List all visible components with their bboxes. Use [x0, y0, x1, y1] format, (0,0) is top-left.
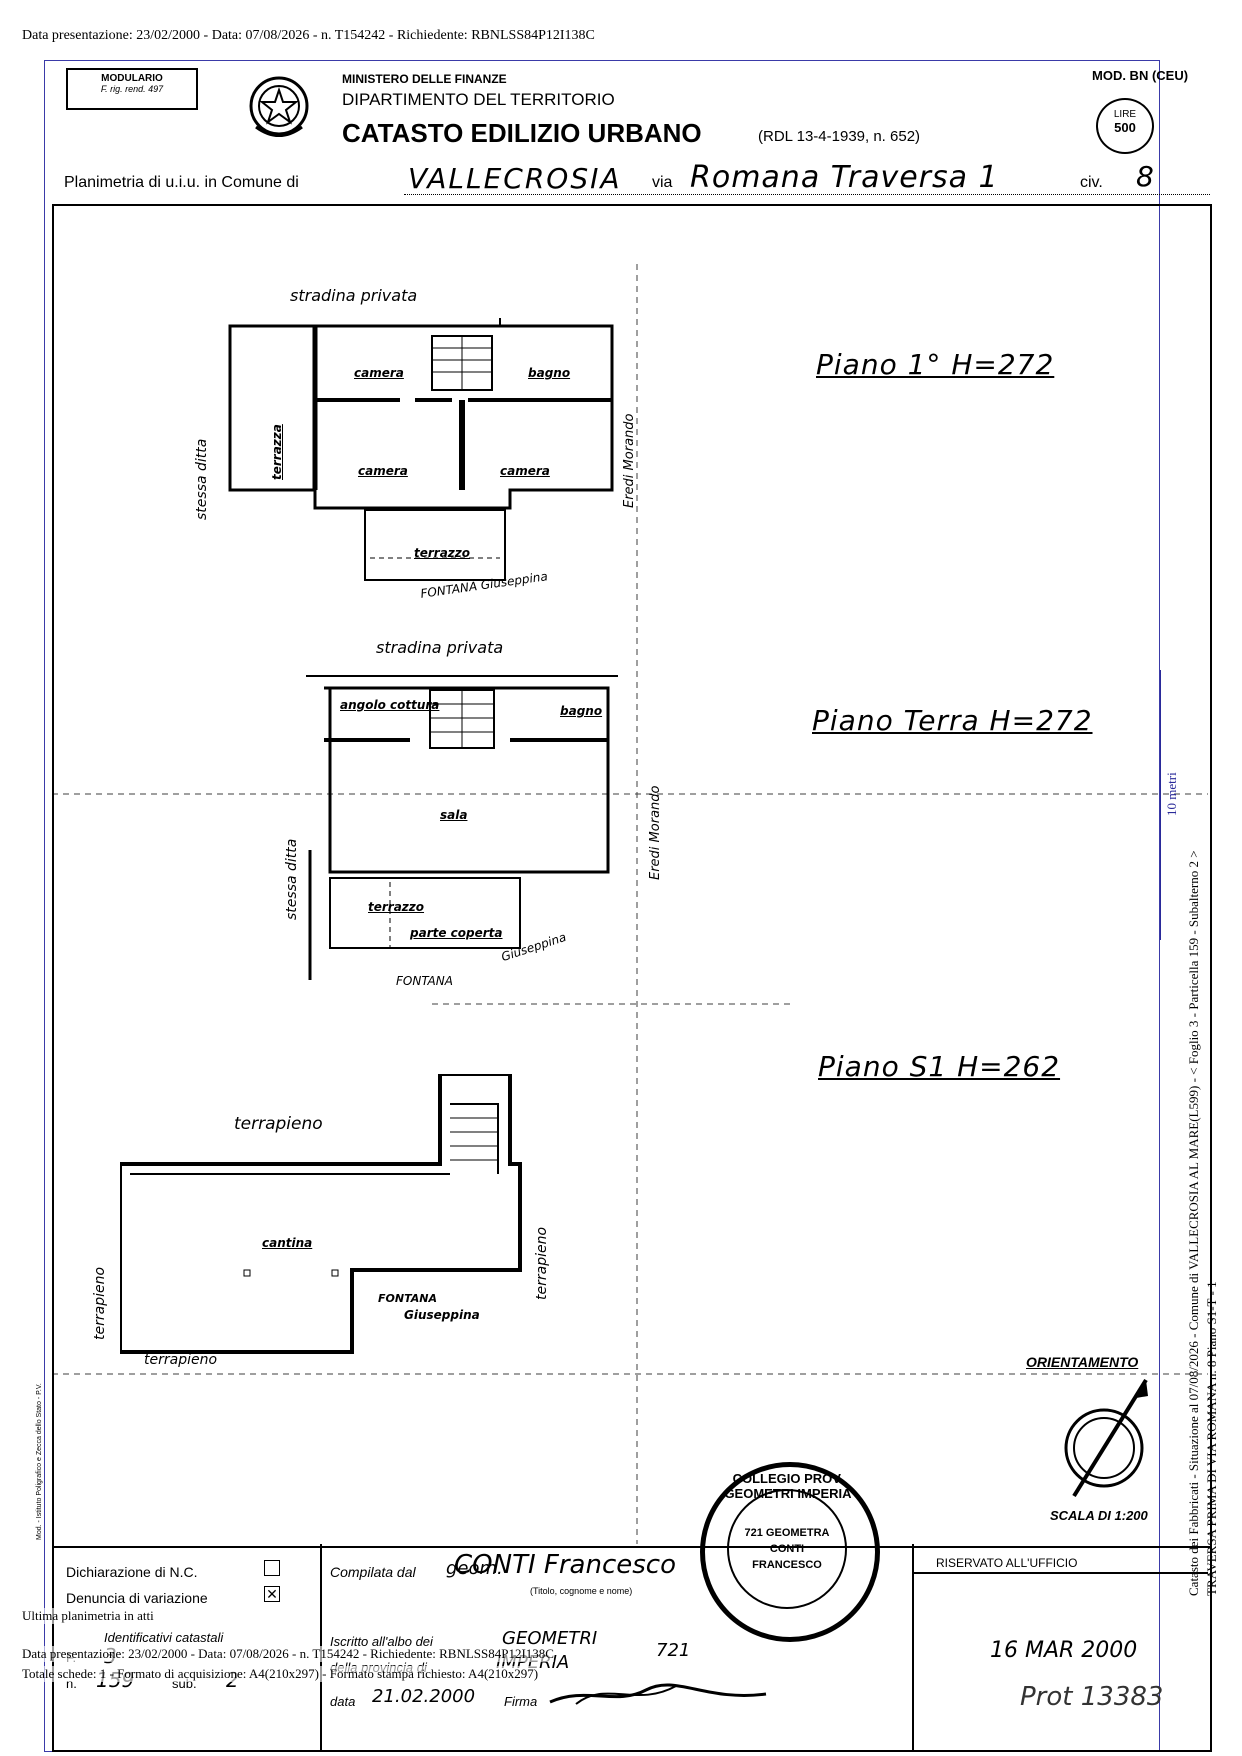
scala-label: SCALA DI 1:200 — [1050, 1508, 1148, 1523]
collegio-stamp-inner — [727, 1489, 847, 1609]
data-value: 21.02.2000 — [372, 1686, 476, 1707]
riservato-divider — [912, 1572, 1208, 1574]
lire-label: LIRE — [1113, 109, 1137, 120]
pt-room-sala: sala — [440, 808, 468, 822]
p1-room-bagno: bagno — [528, 366, 571, 380]
p1-room-camera-2: camera — [358, 464, 408, 478]
top-header-line: Data presentazione: 23/02/2000 - Data: 0… — [22, 28, 595, 43]
firma-label: Firma — [504, 1694, 538, 1709]
orientamento-label: ORIENTAMENTO — [1026, 1354, 1139, 1370]
denuncia-checkbox-checked[interactable]: ✕ — [264, 1586, 280, 1602]
piano-1-label: Piano 1° H=272 — [816, 348, 1055, 381]
s1-terrapieno-top: terrapieno — [234, 1114, 323, 1134]
pt-room-terrazzo: terrazzo — [368, 900, 425, 914]
p1-room-camera-3: camera — [500, 464, 550, 478]
modulario-sub: F. rig. rend. 497 — [100, 84, 164, 94]
collegio-stamp: COLLEGIO PROV. GEOMETRI IMPERIA 721 GEOM… — [700, 1462, 880, 1642]
drawing-frame — [52, 204, 1212, 1548]
totale-schede-line: Totale schede: 1 - Formato di acquisizio… — [22, 1666, 539, 1682]
compilata-label: Compilata dal — [330, 1564, 416, 1580]
geom-value: geom. — [446, 1558, 503, 1579]
albo-value: GEOMETRI — [502, 1628, 598, 1649]
scale-marker-text: 10 metri — [1164, 772, 1179, 816]
p1-eredi-morando: Eredi Morando — [622, 413, 637, 508]
s1-room-cantina: cantina — [262, 1236, 313, 1250]
s1-terrapieno-bottom: terrapieno — [144, 1352, 218, 1368]
n-label: n. — [66, 1676, 77, 1691]
iscritto-label: Iscritto all'albo dei — [330, 1634, 433, 1649]
planimetria-label: Planimetria di u.i.u. in Comune di — [64, 174, 299, 191]
pt-fontana: FONTANA — [396, 974, 453, 988]
riservato-label: RISERVATO ALL'UFFICIO — [936, 1556, 1078, 1570]
data-presentazione-footer-line: Data presentazione: 23/02/2000 - Data: 0… — [22, 1646, 554, 1662]
via-value: Romana Traversa 1 — [690, 160, 999, 195]
dichiarazione-label: Dichiarazione di N.C. — [66, 1564, 198, 1580]
modulario-label: MODULARIO — [101, 73, 163, 84]
catasto-title: CATASTO EDILIZIO URBANO — [342, 118, 702, 148]
p1-stradina-label: stradina privata — [290, 286, 418, 305]
lire-stamp: LIRE 500 — [1096, 98, 1154, 154]
pt-room-bagno: bagno — [560, 704, 603, 718]
floor1-plan — [228, 318, 614, 581]
scale-marker-line — [1160, 670, 1161, 940]
signature-scribble — [549, 1683, 767, 1705]
p1-room-terrazza: terrazza — [270, 424, 284, 480]
pt-stradina-label: stradina privata — [376, 638, 504, 657]
s1-fontana: FONTANA — [378, 1292, 437, 1305]
side-cadastral-text: Catasto dei Fabbricati - Situazione al 0… — [1186, 850, 1201, 1596]
pt-room-angolo-cottura: angolo cottura — [340, 698, 440, 712]
piano-s1-label: Piano S1 H=262 — [818, 1050, 1061, 1083]
pt-room-parte-coperta: parte coperta — [410, 926, 503, 940]
dichiarazione-checkbox[interactable] — [264, 1560, 280, 1576]
albo-number: 721 — [656, 1640, 691, 1661]
drawing-grid — [52, 264, 1208, 1544]
s1-terrapieno-left: terrapieno — [92, 1266, 108, 1340]
p1-stessa-ditta: stessa ditta — [194, 438, 210, 520]
north-arrow-icon — [1064, 1378, 1148, 1498]
civ-value: 8 — [1136, 160, 1154, 193]
p1-room-camera-1: camera — [354, 366, 404, 380]
planimetria-underline — [404, 194, 1210, 195]
data-label: data — [330, 1694, 356, 1709]
p1-room-terrazzo: terrazzo — [414, 546, 471, 560]
margin-printer-text: Mod. - Istituto Poligrafico e Zecca dell… — [36, 1383, 43, 1540]
s1-terrapieno-right: terrapieno — [534, 1226, 550, 1300]
floor-s1-plan — [120, 1074, 522, 1354]
pt-eredi-morando: Eredi Morando — [648, 785, 663, 880]
identificativi-label: Identificativi catastali — [104, 1630, 224, 1645]
mod-code: MOD. BN (CEU) — [1092, 68, 1189, 83]
civ-label: civ. — [1080, 174, 1103, 191]
collegio-stamp-center-text: 721 GEOMETRA CONTI FRANCESCO — [744, 1527, 830, 1571]
floor-terra-plan — [306, 675, 618, 980]
law-reference: (RDL 13-4-1939, n. 652) — [758, 128, 921, 145]
republic-emblem-icon — [246, 72, 312, 144]
ultima-planimetria-line: Ultima planimetria in atti — [22, 1608, 154, 1624]
collegio-stamp-ring-text: COLLEGIO PROV. GEOMETRI IMPERIA — [724, 1471, 852, 1501]
comune-value: VALLECROSIA — [408, 162, 622, 195]
office-stamp-date: 16 MAR 2000 — [990, 1638, 1138, 1663]
ministry-name: MINISTERO DELLE FINANZE — [342, 72, 507, 86]
via-label: via — [652, 174, 673, 191]
pt-stessa-ditta: stessa ditta — [284, 838, 300, 920]
footer-divider-2 — [912, 1544, 914, 1750]
department-name: DIPARTIMENTO DEL TERRITORIO — [342, 90, 615, 109]
protocol-handwritten: Prot 13383 — [1020, 1682, 1164, 1712]
modulario-box: MODULARIO F. rig. rend. 497 — [66, 68, 198, 110]
titolo-hint: (Titolo, cognome e nome) — [530, 1586, 633, 1596]
denuncia-label: Denuncia di variazione — [66, 1590, 208, 1606]
lire-value: 500 — [1114, 120, 1136, 135]
piano-terra-label: Piano Terra H=272 — [812, 704, 1093, 737]
compilatore-name: CONTI Francesco — [454, 1550, 676, 1580]
s1-giuseppina: Giuseppina — [404, 1308, 480, 1322]
